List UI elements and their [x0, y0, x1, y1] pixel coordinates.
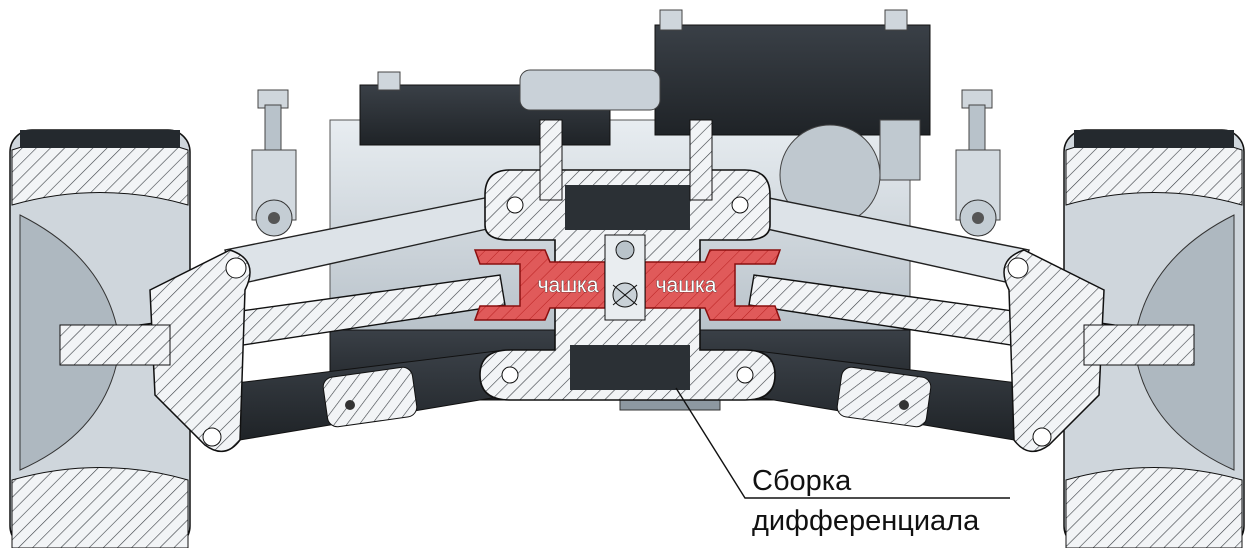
callout-label-line1: Сборка — [752, 465, 852, 497]
callout-leader — [675, 387, 1010, 499]
differential-cup-right — [644, 249, 782, 321]
right-shock-mount — [955, 89, 1001, 237]
differential-cup-left — [473, 249, 606, 321]
spider-gear-assembly — [604, 234, 646, 321]
left-shock-mount — [251, 89, 297, 237]
left-upright — [59, 249, 251, 453]
cup-label-right: чашка — [656, 274, 717, 297]
cup-label-left: чашка — [538, 274, 599, 297]
right-upright — [1003, 249, 1195, 453]
callout-label-line2: дифференциала — [752, 505, 980, 537]
left-wheel — [9, 129, 191, 548]
